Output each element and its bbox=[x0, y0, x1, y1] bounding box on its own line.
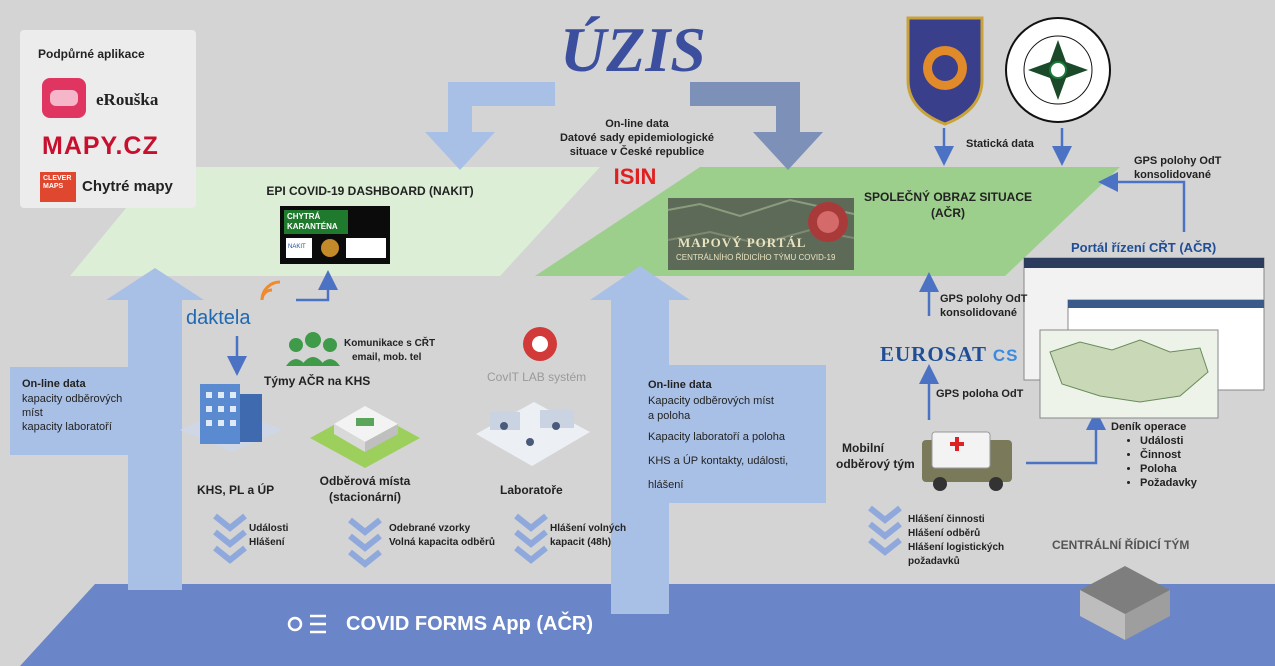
right-data-line: hlášení bbox=[648, 479, 684, 491]
mobile-to-portal-arrow bbox=[1026, 410, 1106, 465]
daktela-up-arrow bbox=[296, 270, 338, 302]
laboratore-label: Laboratoře bbox=[500, 483, 563, 497]
dashboard-title: EPI COVID-19 DASHBOARD (NAKIT) bbox=[266, 184, 474, 198]
portal-title: Portál řízení CŘT (AČR) bbox=[1071, 240, 1217, 255]
left-data-box bbox=[10, 367, 182, 455]
people-icon bbox=[286, 332, 340, 366]
uzis-logo: ÚZIS bbox=[560, 14, 706, 85]
left-data-line: míst bbox=[22, 407, 43, 419]
odberova-line2: (stacionární) bbox=[328, 490, 401, 504]
uzis-right-arrow bbox=[690, 82, 823, 170]
eurosat-suffix: CS bbox=[992, 346, 1019, 365]
left-data-line: kapacity laboratoří bbox=[22, 421, 112, 433]
teams-title: Týmy AČR na KHS bbox=[264, 374, 371, 388]
denik-item: Činnost bbox=[1140, 448, 1197, 462]
erouska-icon bbox=[42, 78, 86, 118]
uzis-data-line1: Datové sady epidemiologické bbox=[559, 132, 715, 144]
thumb-line1: CHYTRÁ bbox=[287, 212, 321, 221]
daktela-signal-icon bbox=[260, 280, 281, 301]
right-data-line: KHS a ÚP kontakty, události, bbox=[648, 455, 789, 467]
lab-icon bbox=[476, 402, 590, 466]
situation-title-line2: (AČR) bbox=[931, 206, 965, 220]
report-odberova: Odebrané vzorky bbox=[389, 523, 471, 534]
app-chytre-mapy[interactable]: Chytré mapy bbox=[82, 178, 173, 195]
report-khs: Události bbox=[249, 523, 289, 534]
chevrons-mobile bbox=[868, 505, 902, 556]
report-lab: kapacit (48h) bbox=[550, 537, 612, 548]
right-data-box bbox=[634, 365, 826, 503]
app-erouska[interactable]: eRouška bbox=[96, 90, 159, 109]
situation-title-line1: SPOLEČNÝ OBRAZ SITUACE bbox=[863, 190, 1032, 204]
report-lab: Hlášení volných bbox=[550, 523, 627, 534]
right-data-title: On-line data bbox=[648, 379, 712, 391]
report-mobile: Hlášení činnosti bbox=[908, 514, 985, 525]
denik-item: Události bbox=[1140, 434, 1197, 448]
ambulance-icon bbox=[922, 431, 1012, 491]
building-icon bbox=[180, 384, 282, 452]
covit-label: CovIT LAB systém bbox=[487, 370, 587, 384]
uzis-left-arrow bbox=[425, 82, 555, 170]
static-data-label: Statická data bbox=[966, 138, 1034, 150]
denik-list: Události Činnost Poloha Požadavky bbox=[1126, 434, 1197, 490]
daktela-logo: daktela bbox=[186, 307, 251, 329]
thumb-nakit: NAKIT bbox=[288, 244, 306, 250]
support-apps-title: Podpůrné aplikace bbox=[38, 47, 145, 61]
right-data-line: Kapacity odběrových míst bbox=[648, 395, 774, 407]
komunikace-line2: email, mob. tel bbox=[352, 352, 422, 363]
left-data-title: On-line data bbox=[22, 378, 86, 390]
khs-label: KHS, PL a ÚP bbox=[197, 483, 275, 497]
report-mobile: Hlášení odběrů bbox=[908, 528, 981, 539]
crt-label: CENTRÁLNÍ ŘÍDICÍ TÝM bbox=[1052, 538, 1190, 552]
uzis-data-title: On-line data bbox=[605, 118, 669, 130]
right-data-line: Kapacity laboratoří a poloha bbox=[648, 431, 785, 443]
eurosat-main: EUROSAT bbox=[880, 342, 987, 366]
komunikace-line1: Komunikace s CŘT bbox=[344, 338, 436, 349]
police-star-icon bbox=[1005, 17, 1111, 123]
clever-maps-icon: CLEVER MAPS bbox=[40, 172, 76, 202]
gps-low-label: GPS poloha OdT bbox=[936, 388, 1024, 400]
base-platform bbox=[20, 584, 1275, 666]
right-data-line: a poloha bbox=[648, 410, 691, 422]
left-data-line: kapacity odběrových bbox=[22, 393, 123, 405]
denik-title: Deník operace bbox=[1111, 421, 1187, 433]
isin-label: ISIN bbox=[613, 164, 657, 189]
gps-top-line2: konsolidované bbox=[1134, 169, 1212, 181]
hzs-emblem-icon bbox=[906, 16, 984, 126]
report-mobile: Hlášení logistických bbox=[908, 542, 1005, 553]
center-arrow-foot bbox=[611, 586, 669, 614]
gps-mid-line1: GPS polohy OdT bbox=[940, 293, 1028, 305]
hq-building-icon bbox=[1080, 566, 1170, 640]
footer-title: COVID FORMS App (AČR) bbox=[346, 613, 594, 635]
chevrons-odberova bbox=[348, 517, 382, 568]
denik-item: Požadavky bbox=[1140, 476, 1197, 490]
report-mobile: požadavků bbox=[908, 556, 960, 567]
chevrons-khs bbox=[213, 513, 247, 564]
gps-mid-line2: konsolidované bbox=[940, 307, 1018, 319]
report-khs: Hlášení bbox=[249, 537, 285, 548]
covit-virus-icon bbox=[523, 327, 557, 361]
report-odberova: Volná kapacita odběrů bbox=[389, 537, 495, 548]
clinic-icon bbox=[310, 406, 420, 468]
denik-item: Poloha bbox=[1140, 462, 1197, 476]
thumb-line2: KARANTÉNA bbox=[287, 222, 338, 231]
gps-top-line1: GPS polohy OdT bbox=[1134, 155, 1222, 167]
app-mapy-cz[interactable]: MAPY.CZ bbox=[42, 132, 159, 160]
odberova-line1: Odběrová místa bbox=[319, 474, 411, 488]
mapovy-title: MAPOVÝ PORTÁL bbox=[678, 235, 807, 250]
mapovy-sub: CENTRÁLNÍHO ŘÍDICÍHO TÝMU COVID-19 bbox=[676, 253, 836, 262]
mobile-team-line1: Mobilní bbox=[842, 441, 884, 455]
uzis-data-line2: situace v České republice bbox=[569, 146, 705, 158]
eurosat-logo: EUROSAT CS bbox=[880, 342, 1018, 368]
mobile-team-line2: odběrový tým bbox=[836, 457, 915, 471]
forms-app-icon bbox=[287, 614, 326, 634]
portal-to-situation-arrow bbox=[1098, 172, 1186, 232]
chevrons-lab bbox=[514, 513, 548, 564]
